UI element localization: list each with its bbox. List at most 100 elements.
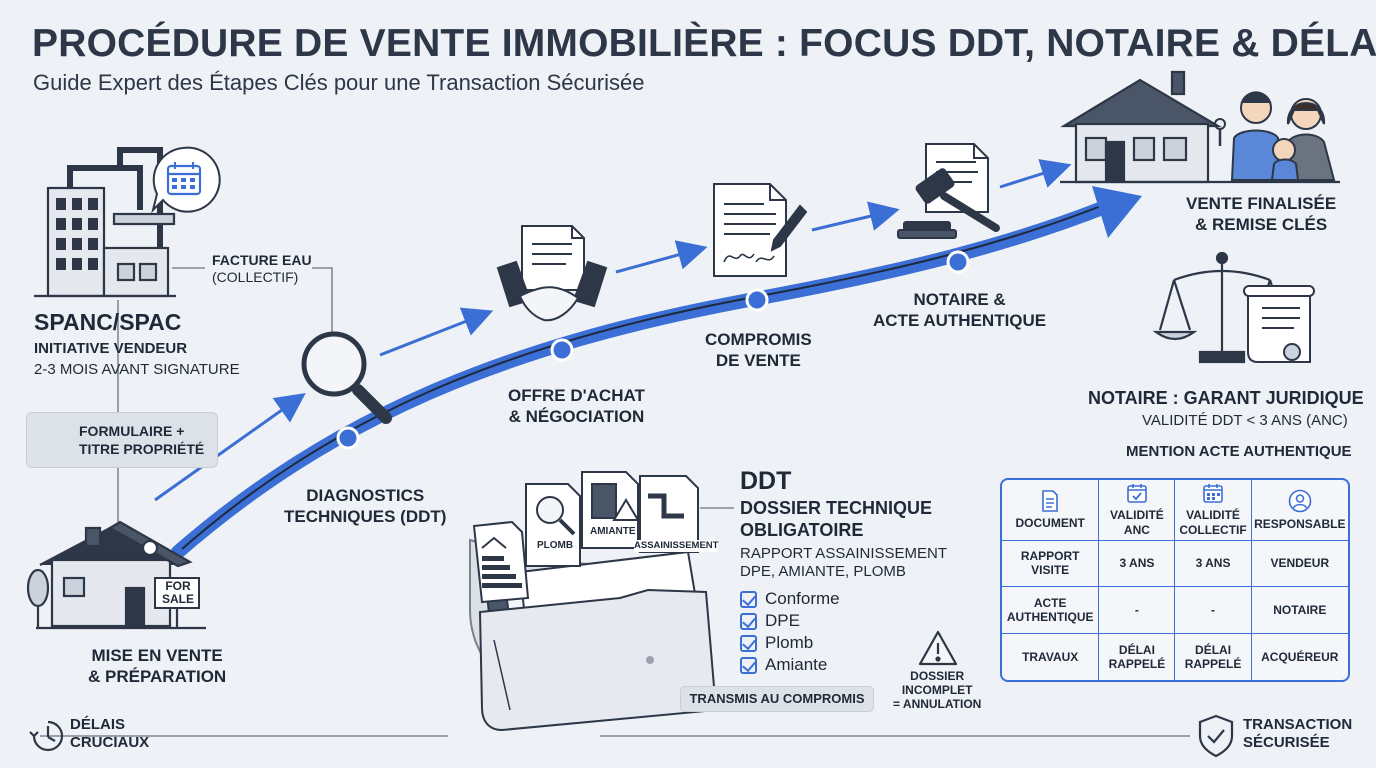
footer-delais: DÉLAIS CRUCIAUX <box>70 716 149 752</box>
footer-right-line-2: SÉCURISÉE <box>1243 734 1330 751</box>
plomb-doc-icon <box>525 483 581 567</box>
ddt-line-1: DOSSIER TECHNIQUE <box>740 498 933 518</box>
facture-eau-sub: (COLLECTIF) <box>212 269 299 286</box>
header-line-2: COLLECTIF <box>1179 522 1247 537</box>
tag-line-2: TITRE PROPRIÉTÉ <box>79 440 205 457</box>
cell-line-2: RAPPELÉ <box>1108 657 1166 672</box>
cell-line-2: AUTHENTIQUE <box>1006 610 1094 625</box>
calendar-icon <box>1203 484 1223 504</box>
cell-line-1: 3 ANS <box>1195 556 1231 571</box>
step-6-line-2: & REMISE CLÉS <box>1194 214 1328 234</box>
signed-contract-icon <box>713 183 808 277</box>
cell-line-1: RAPPORT <box>1020 549 1080 564</box>
notaire-title: NOTAIRE : GARANT JURIDIQUE <box>1088 388 1364 408</box>
table-cell: - <box>1174 586 1252 635</box>
building-icon <box>34 147 176 298</box>
table-header-cell: VALIDITÉ ANC <box>1098 480 1176 541</box>
mention-acte: MENTION ACTE AUTHENTIQUE <box>1126 443 1352 460</box>
header-line-1: RESPONSABLE <box>1254 516 1346 531</box>
step-vente-finalisee: VENTE FINALISÉE & REMISE CLÉS <box>1186 194 1336 235</box>
check-label: Conforme <box>765 589 840 608</box>
table-cell: ACQUÉREUR <box>1250 633 1348 680</box>
step-4-line-1: COMPROMIS <box>705 330 812 349</box>
step-offre: OFFRE D'ACHAT & NÉGOCIATION <box>508 386 645 427</box>
warning-icon <box>918 630 958 666</box>
warning-line-3: = ANNULATION <box>893 696 982 711</box>
timeline-ribbon <box>171 186 1142 559</box>
table-header-cell: DOCUMENT <box>1002 480 1100 541</box>
table-cell: TRAVAUX <box>1002 633 1100 680</box>
cell-line-1: 3 ANS <box>1119 556 1155 571</box>
step-3-line-2: & NÉGOCIATION <box>508 406 645 426</box>
amiante-doc-icon <box>581 471 640 549</box>
page-title: PROCÉDURE DE VENTE IMMOBILIÈRE : FOCUS D… <box>32 22 1376 65</box>
shield-icon <box>1198 714 1234 758</box>
magnifier-icon <box>301 331 392 424</box>
table-header-cell: RESPONSABLE <box>1250 480 1348 541</box>
cell-line-1: NOTAIRE <box>1273 603 1327 618</box>
checkbox-icon <box>740 656 757 674</box>
step-compromis: COMPROMIS DE VENTE <box>705 330 812 371</box>
folder-pin <box>646 656 654 664</box>
step-2-line-1: DIAGNOSTICS <box>306 486 425 505</box>
house-for-sale-icon <box>26 520 206 630</box>
table-header-cell: VALIDITÉ COLLECTIF <box>1174 480 1252 541</box>
cell-line-2: VISITE <box>1031 563 1070 578</box>
doc-label-amiante: AMIANTE <box>590 526 636 537</box>
warning-text: DOSSIER INCOMPLET = ANNULATION <box>893 669 982 711</box>
initiative-vendeur: INITIATIVE VENDEUR <box>34 340 188 357</box>
dpe-doc-icon <box>472 520 530 604</box>
step-mise-en-vente: MISE EN VENTE & PRÉPARATION <box>88 646 226 687</box>
ddt-subtitle: DOSSIER TECHNIQUE OBLIGATOIRE <box>740 498 932 542</box>
tag-line-1: FORMULAIRE + <box>79 423 185 439</box>
clock-icon <box>29 720 64 752</box>
ddt-line-2: OBLIGATOIRE <box>740 519 864 540</box>
facture-eau-title: FACTURE EAU <box>212 252 312 268</box>
milestone-dots <box>336 250 970 450</box>
cell-line-1: ACQUÉREUR <box>1261 649 1339 664</box>
transmis-badge: TRANSMIS AU COMPROMIS <box>680 686 874 712</box>
final-house-icon <box>1060 70 1340 184</box>
validity-table: DOCUMENT VALIDITÉ ANC VA <box>1000 478 1350 682</box>
step-4-line-2: DE VENTE <box>715 350 801 370</box>
warning-line-2: INCOMPLET <box>901 682 973 697</box>
table-cell: - <box>1098 586 1176 635</box>
ddt-folder-icon <box>469 538 718 732</box>
header-line-1: DOCUMENT <box>1015 515 1085 530</box>
assainissement-doc-icon <box>639 475 699 553</box>
cell-line-1: TRAVAUX <box>1022 649 1079 664</box>
step-1-line-1: MISE EN VENTE <box>91 646 223 665</box>
document-icon <box>1042 489 1058 512</box>
header-line-2: ANC <box>1123 522 1150 537</box>
ddt-details: RAPPORT ASSAINISSEMENT DPE, AMIANTE, PLO… <box>740 545 947 581</box>
ddt-detail-2: DPE, AMIANTE, PLOMB <box>740 563 906 580</box>
step-5-line-2: ACTE AUTHENTIQUE <box>873 310 1047 330</box>
footer-right-line-1: TRANSACTION <box>1243 716 1353 733</box>
header-line-1: VALIDITÉ <box>1186 508 1240 523</box>
checkbox-icon <box>740 612 757 630</box>
step-6-line-1: VENTE FINALISÉE <box>1186 194 1337 213</box>
timeline-arrowhead <box>1092 186 1142 238</box>
check-item: Plomb <box>740 632 840 654</box>
cell-line-1: VENDEUR <box>1270 556 1330 571</box>
calendar-check-icon <box>1127 484 1147 504</box>
step-arrows <box>154 159 1072 502</box>
page-subtitle: Guide Expert des Étapes Clés pour une Tr… <box>33 70 645 95</box>
footer-left-line-2: CRUCIAUX <box>70 734 150 751</box>
for-sale-line-2: SALE <box>161 591 194 606</box>
table-header-row: DOCUMENT VALIDITÉ ANC VA <box>1002 480 1348 541</box>
step-5-line-1: NOTAIRE & <box>913 290 1006 309</box>
footer-transaction: TRANSACTION SÉCURISÉE <box>1243 716 1352 752</box>
footer-left-line-1: DÉLAIS <box>70 716 126 733</box>
table-cell: 3 ANS <box>1174 539 1252 588</box>
check-item: DPE <box>740 610 840 632</box>
check-label: DPE <box>765 611 800 630</box>
calendar-bubble-icon <box>151 146 221 214</box>
for-sale-sign: FOR SALE <box>159 580 197 605</box>
scroll-icon <box>1243 285 1315 363</box>
table-cell: VENDEUR <box>1250 539 1348 588</box>
cell-line-1: - <box>1134 603 1139 618</box>
checkbox-icon <box>740 590 757 608</box>
